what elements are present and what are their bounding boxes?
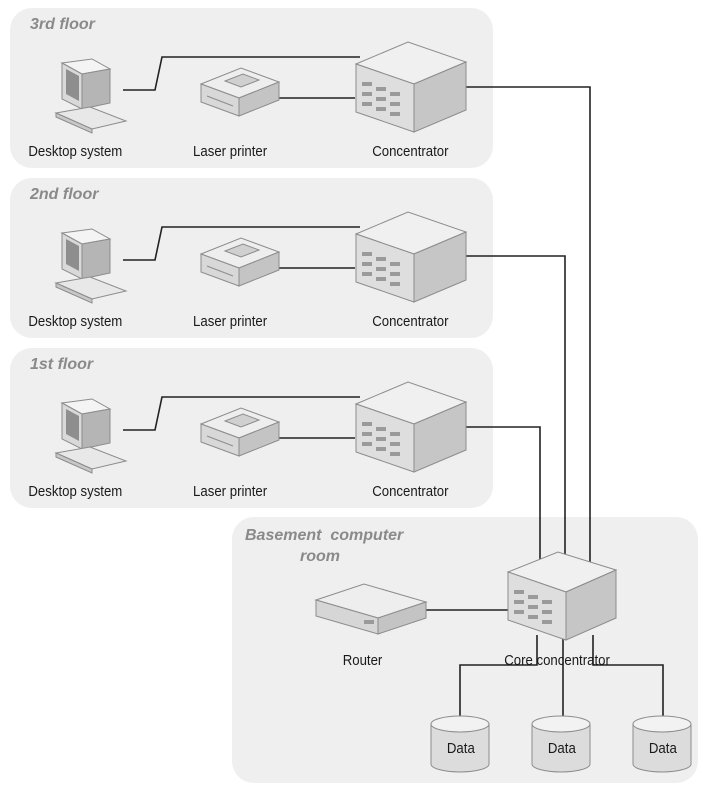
desktop-icon	[52, 397, 132, 484]
printer-label: Laser printer	[193, 143, 268, 160]
data-label: Data	[547, 740, 576, 757]
laser-printer-icon	[195, 66, 285, 131]
desktop-label: Desktop system	[28, 313, 123, 330]
desktop-label: Desktop system	[28, 143, 123, 160]
desktop-label: Desktop system	[28, 483, 123, 500]
data-label: Data	[446, 740, 475, 757]
floor-title-1st: 1st floor	[30, 356, 94, 373]
printer-label: Laser printer	[193, 313, 268, 330]
basement-title-line1: Basement computer	[245, 527, 404, 544]
core-concentrator-label: Core concentrator	[504, 652, 610, 669]
database-icon	[429, 714, 491, 779]
concentrator-icon	[350, 38, 470, 141]
concentrator-icon	[350, 208, 470, 311]
floor-title-2nd: 2nd floor	[30, 186, 99, 203]
concentrator-label: Concentrator	[372, 483, 449, 500]
database-icon	[530, 714, 592, 779]
router-label: Router	[342, 652, 383, 669]
desktop-icon	[52, 57, 132, 144]
floor-title-3rd: 3rd floor	[30, 16, 95, 33]
laser-printer-icon	[195, 236, 285, 301]
database-icon	[631, 714, 693, 779]
concentrator-label: Concentrator	[372, 143, 449, 160]
concentrator-icon	[350, 378, 470, 481]
basement-title-line2: room	[300, 548, 340, 565]
concentrator-label: Concentrator	[372, 313, 449, 330]
data-label: Data	[648, 740, 677, 757]
printer-label: Laser printer	[193, 483, 268, 500]
desktop-icon	[52, 227, 132, 314]
laser-printer-icon	[195, 406, 285, 471]
core-concentrator-icon	[502, 548, 620, 649]
router-icon	[312, 582, 430, 643]
